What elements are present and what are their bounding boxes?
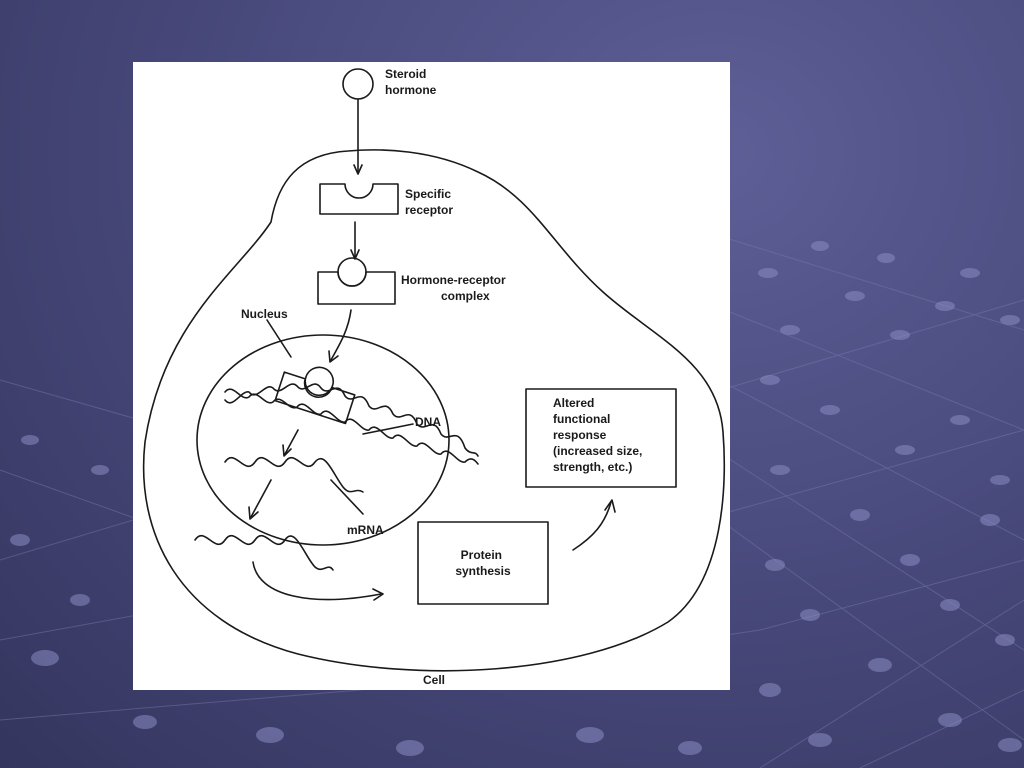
label-mrna: mRNA [347, 523, 384, 537]
specific-receptor-shape [319, 183, 399, 215]
mrna-strand-nucleus [224, 456, 364, 493]
arrow-to-altered-response [572, 501, 612, 551]
mrna-strand-cytoplasm [194, 534, 334, 571]
label-hormone-receptor-complex: Hormone-receptor complex [401, 273, 509, 303]
label-altered-response: Altered functional response (increased s… [553, 396, 646, 474]
steroid-hormone-action-diagram: Steroid hormone Specific receptor Hormon… [142, 67, 726, 687]
arrow-mrna-to-cytoplasm [250, 479, 272, 518]
dna-strand [224, 388, 479, 465]
arrow-complex-to-nucleus [330, 309, 352, 361]
diagram-panel: Steroid hormone Specific receptor Hormon… [133, 62, 730, 690]
arrow-dna-to-mrna [284, 429, 299, 455]
label-cell: Cell [423, 673, 445, 687]
arrow-to-protein-synthesis [252, 561, 382, 601]
label-dna: DNA [415, 415, 441, 429]
cell-membrane [142, 149, 726, 672]
steroid-hormone-shape [342, 68, 374, 100]
nucleus-shape [196, 334, 450, 546]
hormone-receptor-complex-shape [317, 271, 396, 305]
label-specific-receptor: Specific receptor [405, 187, 454, 217]
label-nucleus: Nucleus [241, 307, 288, 321]
label-protein-synthesis: Protein synthesis [455, 548, 511, 578]
label-steroid-hormone: Steroid hormone [385, 67, 437, 97]
protein-synthesis-box [417, 521, 549, 605]
altered-response-box [525, 388, 677, 488]
